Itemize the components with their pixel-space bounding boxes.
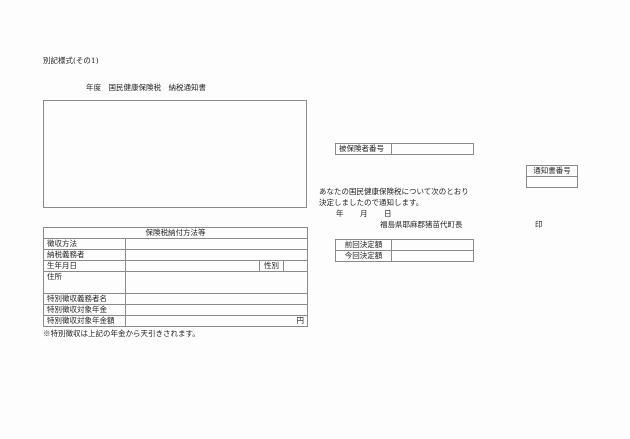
pension-value[interactable]: [125, 304, 308, 316]
current-amount-label: 今回決定額: [335, 250, 392, 262]
pension-amount-value[interactable]: 円: [125, 315, 308, 327]
insured-number-value[interactable]: [391, 143, 474, 155]
pension-label: 特別徴収対象年金: [43, 304, 126, 316]
gender-label: 性別: [259, 260, 284, 272]
issuer-name: 福島県耶麻郡猪苗代町長: [380, 220, 463, 229]
yen-unit: 円: [296, 316, 305, 326]
document-title: 年度 国民健康保険税 納税通知書: [86, 83, 206, 92]
date-year: 年: [336, 209, 344, 218]
address-label: 住所: [43, 271, 126, 294]
date-month: 月: [360, 209, 368, 218]
message-line-1: あなたの国民健康保険税について次のとおり: [319, 187, 469, 196]
gender-value[interactable]: [283, 260, 308, 272]
message-line-2: 決定しましたので通知します。: [319, 198, 424, 207]
taxpayer-value[interactable]: [125, 249, 308, 261]
birth-date-value[interactable]: [125, 260, 260, 272]
address-value[interactable]: [125, 271, 308, 294]
payment-method-table: 保険税納付方法等 徴収方法 納税義務者 生年月日 性別 住所 特別徴収義務者名 …: [43, 227, 308, 327]
previous-amount-value[interactable]: [391, 239, 474, 251]
special-collection-note: ※特別徴収は上記の年金から天引きされます。: [43, 329, 200, 338]
notice-number-label: 通知書番号: [526, 165, 578, 177]
address-box: [43, 100, 307, 208]
special-collector-label: 特別徴収義務者名: [43, 293, 126, 305]
special-collector-value[interactable]: [125, 293, 308, 305]
notice-number-table: 通知書番号: [526, 165, 578, 188]
seal-mark: 印: [535, 220, 543, 229]
collection-method-label: 徴収方法: [43, 238, 126, 250]
insured-number-table: 被保険者番号: [335, 143, 474, 155]
date-day: 日: [384, 209, 392, 218]
collection-method-value[interactable]: [125, 238, 308, 250]
birth-date-label: 生年月日: [43, 260, 126, 272]
taxpayer-label: 納税義務者: [43, 249, 126, 261]
pension-amount-label: 特別徴収対象年金額: [43, 315, 126, 327]
insured-number-label: 被保険者番号: [335, 143, 392, 155]
previous-amount-label: 前回決定額: [335, 239, 392, 251]
payment-table-header: 保険税納付方法等: [43, 227, 308, 239]
form-label: 別記様式(その1): [43, 56, 99, 65]
notice-number-value[interactable]: [526, 176, 578, 188]
decision-table: 前回決定額 今回決定額: [335, 239, 474, 262]
current-amount-value[interactable]: [391, 250, 474, 262]
